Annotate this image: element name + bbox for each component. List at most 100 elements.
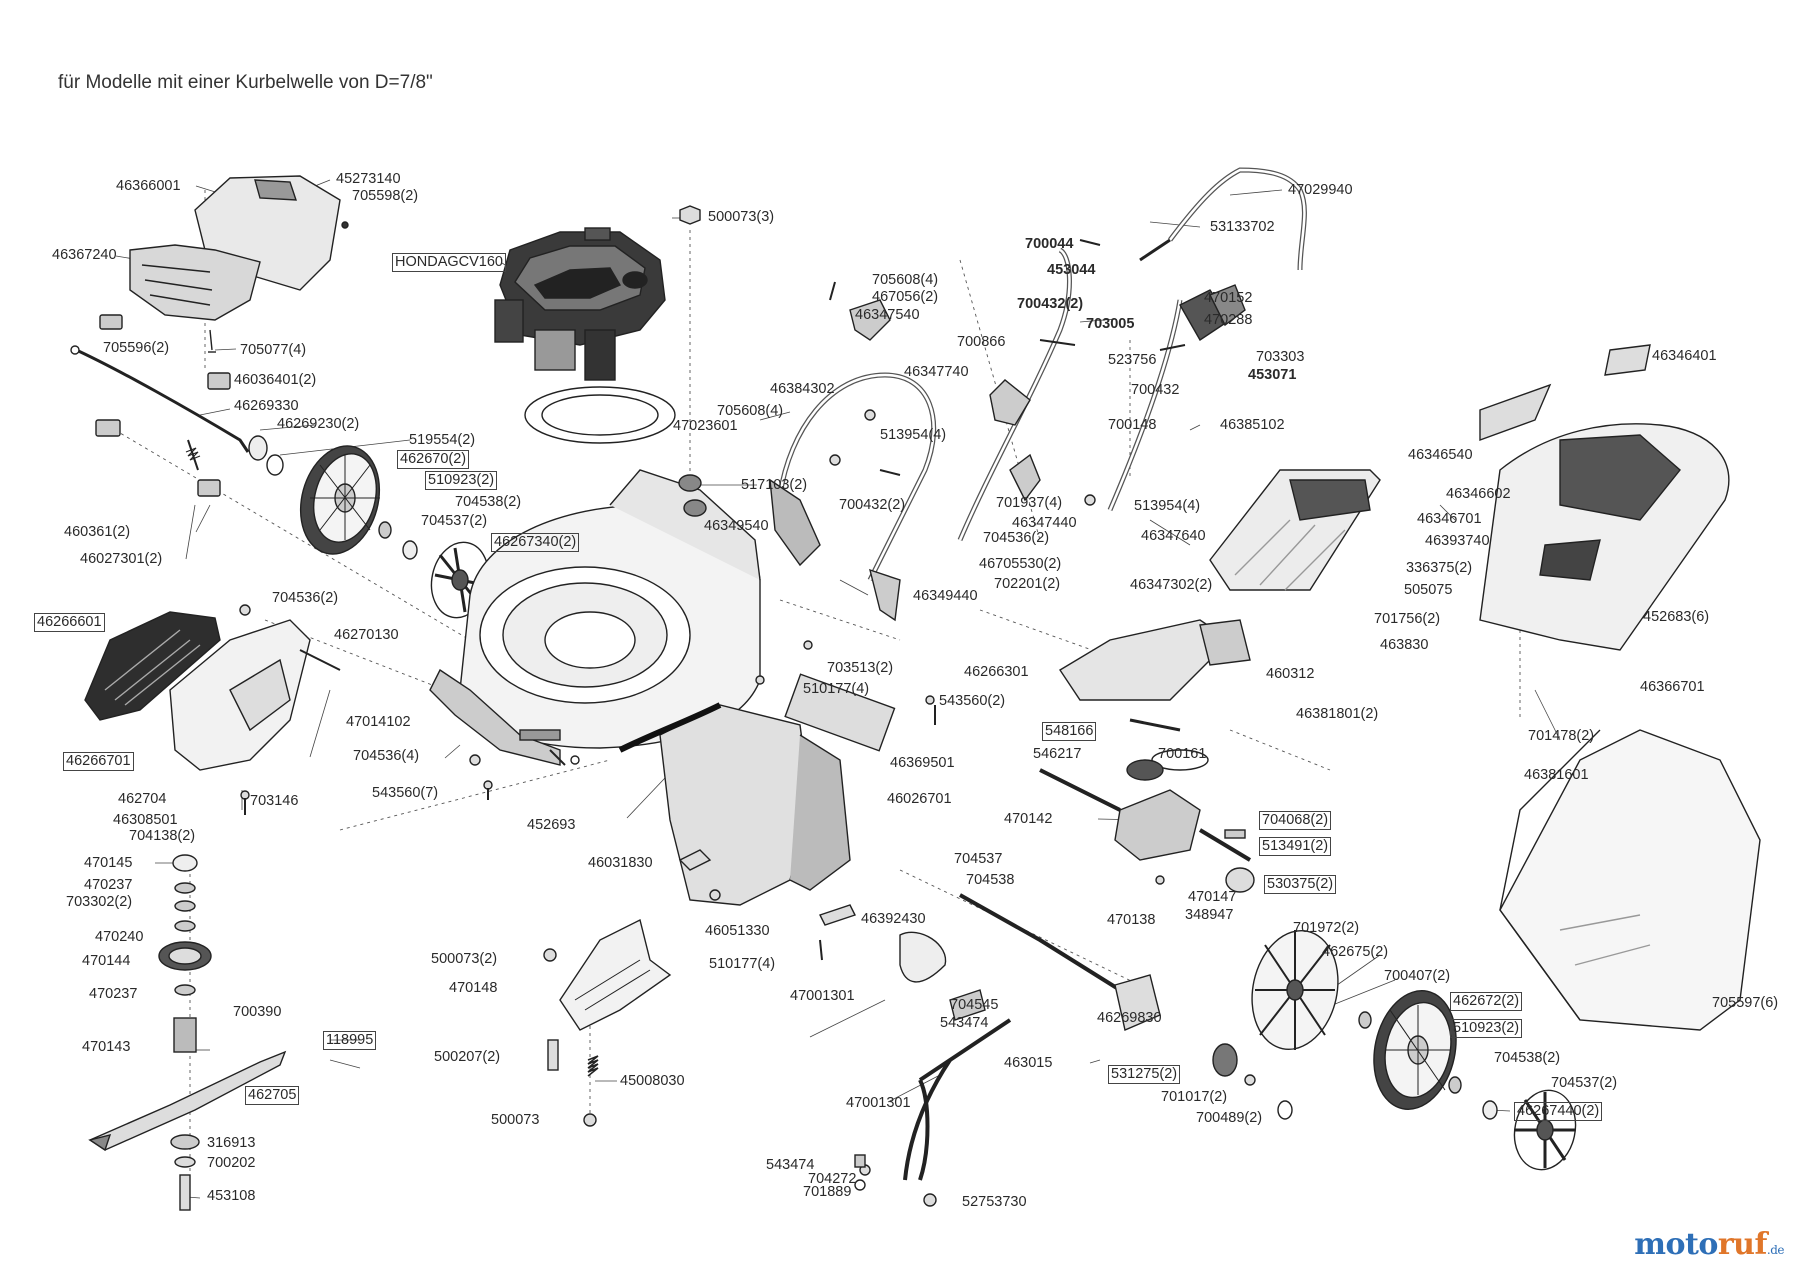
part-label: 513954(4) [1134,498,1201,514]
part-label: 460312 [1266,666,1315,682]
engine-part [494,227,666,381]
part-label: 705608(4) [872,272,939,288]
part-label: 46366701 [1640,679,1705,695]
part-label: 46347740 [904,364,969,380]
part-label: 704536(2) [983,530,1050,546]
part-label-boxed: 531275(2) [1108,1065,1181,1084]
part-label: 46347640 [1141,528,1206,544]
rear-axle [70,345,284,476]
part-label: 701889 [803,1184,852,1200]
part-label: 463015 [1004,1055,1053,1071]
part-label: 462704 [118,791,167,807]
part-label: 46347540 [855,307,920,323]
part-label: 47014102 [346,714,411,730]
part-label: 703146 [250,793,299,809]
mower-deck [429,469,761,766]
part-label: 703302(2) [66,894,133,910]
grass-box-cover [1209,469,1381,591]
grass-catcher-rear [1479,344,1730,651]
part-label: 46308501 [113,812,178,828]
part-label: 336375(2) [1406,560,1473,576]
part-label: 46369501 [890,755,955,771]
part-label: 46367240 [52,247,117,263]
side-discharge-unit [84,604,341,771]
part-label: 701017(2) [1161,1089,1228,1105]
screw-parts [240,640,936,815]
part-label: 701756(2) [1374,611,1441,627]
part-label: 467056(2) [872,289,939,305]
part-label: 510177(4) [709,956,776,972]
part-label: 453108 [207,1188,256,1204]
part-label: 470240 [95,929,144,945]
part-label: 500073(2) [431,951,498,967]
part-label: 46384302 [770,381,835,397]
part-label: 470142 [1004,811,1053,827]
part-label: 703513(2) [827,660,894,676]
part-label-boxed: 46267340(2) [491,533,580,552]
part-label: 46393740 [1425,533,1490,549]
part-label-bold: 453044 [1047,262,1096,278]
hinge-bracket [678,849,856,961]
part-label: 470144 [82,953,131,969]
part-label: 701478(2) [1528,728,1595,744]
front-wheel-right [1251,929,1339,1051]
spring-parts [678,474,707,517]
handle-lower-left [769,281,937,622]
part-label: 704537(2) [1551,1075,1618,1091]
part-label: 704538(2) [1494,1050,1561,1066]
rear-wheel-left [299,445,418,560]
part-label: 46269230(2) [277,416,360,432]
part-label: 704536(4) [353,748,420,764]
part-label: 316913 [207,1135,256,1151]
part-label: 513954(4) [880,427,947,443]
part-label: 700390 [233,1004,282,1020]
part-label: 470138 [1107,912,1156,928]
part-label: 700489(2) [1196,1110,1263,1126]
part-label: 46347440 [1012,515,1077,531]
part-label: 700148 [1108,417,1157,433]
part-label: 700866 [957,334,1006,350]
part-label: 701937(4) [996,495,1063,511]
deflector-flap [1059,619,1251,771]
part-label: 704272 [808,1171,857,1187]
part-label: 452693 [527,817,576,833]
part-label: 47029940 [1288,182,1353,198]
part-label: 46346540 [1408,447,1473,463]
part-label: 46381801(2) [1296,706,1379,722]
part-label: 470288 [1204,312,1253,328]
part-label: 46027301(2) [80,551,163,567]
spindle-stack [158,854,212,1053]
height-adjust-lever [854,1058,952,1191]
part-label: 510177(4) [803,681,870,697]
part-label: 500073 [491,1112,540,1128]
part-label: 705596(2) [103,340,170,356]
gearbox [1039,759,1255,893]
part-label: 470143 [82,1039,131,1055]
handle-middle [957,239,1186,541]
part-label: 452683(6) [1643,609,1710,625]
part-label: 517103(2) [741,477,808,493]
bottom-chute [543,918,672,1127]
part-label: 46031830 [588,855,653,871]
part-label: 46349540 [704,518,769,534]
part-label: 505075 [1404,582,1453,598]
part-label-bold: 453071 [1248,367,1297,383]
part-label: 46051330 [705,923,770,939]
part-label: 704538(2) [455,494,522,510]
part-label: 470148 [449,980,498,996]
part-label: 460361(2) [64,524,131,540]
part-label: 470237 [89,986,138,1002]
motoruf-logo: motoruf.de [1634,1227,1784,1262]
part-label: 46346701 [1417,511,1482,527]
part-label: 705608(4) [717,403,784,419]
part-label: 46366001 [116,178,181,194]
part-label: 701972(2) [1293,920,1360,936]
part-label: 704538 [966,872,1015,888]
part-label: 46347302(2) [1130,577,1213,593]
part-label: 348947 [1185,907,1234,923]
part-label: 46346602 [1446,486,1511,502]
part-label: 705598(2) [352,188,419,204]
part-label-boxed: 462672(2) [1450,992,1523,1011]
part-label: 470152 [1204,290,1253,306]
